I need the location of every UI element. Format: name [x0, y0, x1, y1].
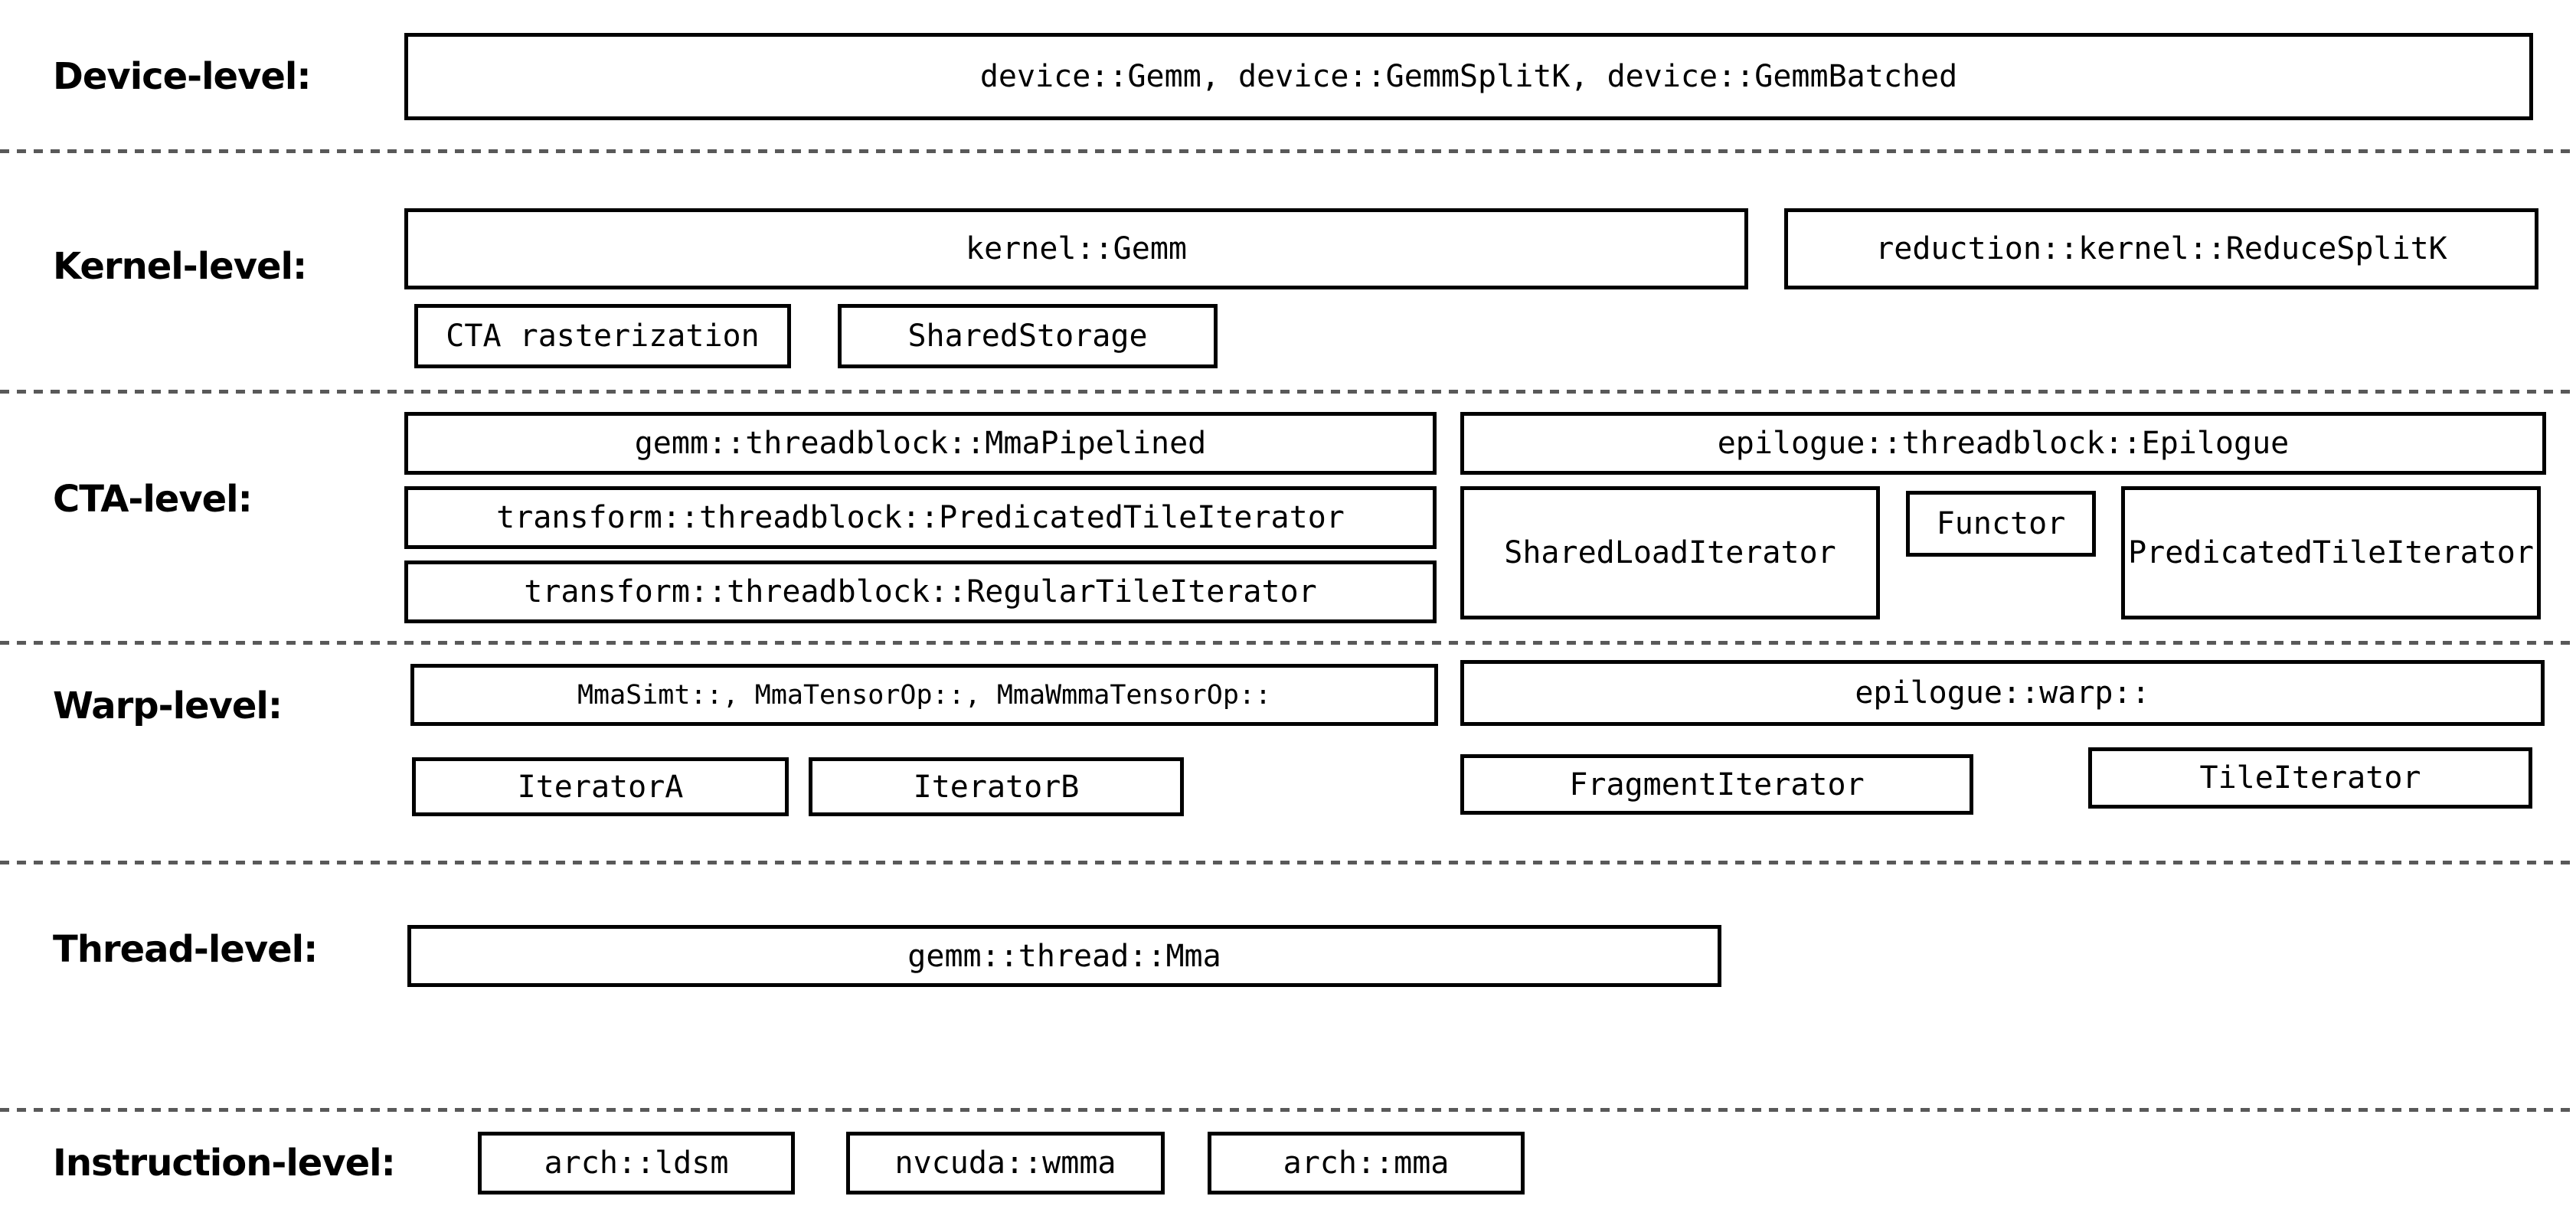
row-label-device-level: Device-level: — [53, 55, 312, 98]
box-device-gemm-variants: device::Gemm, device::GemmSplitK, device… — [404, 33, 2533, 120]
row-label-instruction-level: Instruction-level: — [53, 1142, 396, 1185]
box-tileiterator: TileIterator — [2088, 747, 2532, 809]
box-shared-storage: SharedStorage — [838, 304, 1218, 368]
row-label-cta-level: CTA-level: — [53, 478, 253, 521]
box-fragmentiterator: FragmentIterator — [1460, 754, 1973, 815]
box-arch-ldsm: arch::ldsm — [478, 1132, 795, 1194]
box-sharedloaditerator: SharedLoadIterator — [1460, 486, 1880, 619]
box-predicatedtileiterator: PredicatedTileIterator — [2121, 486, 2541, 619]
separator-line — [0, 641, 2576, 645]
row-label-thread-level: Thread-level: — [53, 928, 318, 971]
box-nvcuda-wmma: nvcuda::wmma — [846, 1132, 1165, 1194]
box-transform-threadblock-predicatedtileiterator: transform::threadblock::PredicatedTileIt… — [404, 486, 1437, 549]
box-epilogue-threadblock-epilogue: epilogue::threadblock::Epilogue — [1460, 412, 2546, 475]
box-kernel-gemm: kernel::Gemm — [404, 208, 1748, 289]
box-reduction-kernel-reducesplitk: reduction::kernel::ReduceSplitK — [1784, 208, 2538, 289]
separator-line — [0, 149, 2576, 153]
box-transform-threadblock-regulartileiterator: transform::threadblock::RegularTileItera… — [404, 560, 1437, 623]
box-iterator-a: IteratorA — [412, 757, 789, 816]
box-cta-rasterization: CTA rasterization — [414, 304, 791, 368]
box-gemm-thread-mma: gemm::thread::Mma — [407, 925, 1721, 987]
separator-line — [0, 390, 2576, 394]
row-label-kernel-level: Kernel-level: — [53, 245, 307, 288]
row-label-warp-level: Warp-level: — [53, 685, 283, 727]
box-warp-mma-variants: MmaSimt::, MmaTensorOp::, MmaWmmaTensorO… — [410, 664, 1438, 726]
box-epilogue-warp: epilogue::warp:: — [1460, 660, 2545, 726]
box-functor: Functor — [1906, 491, 2096, 557]
separator-line — [0, 1108, 2576, 1112]
box-iterator-b: IteratorB — [809, 757, 1184, 816]
separator-line — [0, 861, 2576, 864]
box-gemm-threadblock-mmapipelined: gemm::threadblock::MmaPipelined — [404, 412, 1437, 475]
box-arch-mma: arch::mma — [1208, 1132, 1525, 1194]
